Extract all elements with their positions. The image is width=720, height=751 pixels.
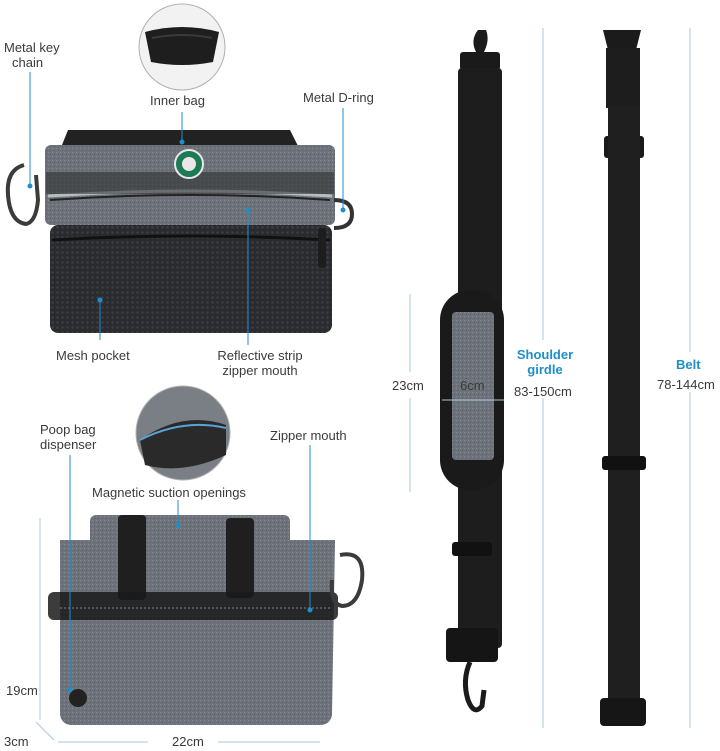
dimension-pad-height: 23cm	[392, 378, 424, 393]
snap-hook-icon	[473, 30, 488, 52]
dimension-pad-width: 6cm	[460, 378, 485, 393]
carabiner-icon	[329, 552, 365, 609]
inner-bag-inset	[138, 3, 226, 91]
title-line: girdle	[527, 362, 563, 377]
label-line: zipper mouth	[222, 363, 298, 378]
dimension-width: 22cm	[172, 734, 204, 749]
carabiner-icon	[5, 163, 41, 227]
label-poop-bag-dispenser: Poop bag dispenser	[40, 422, 96, 452]
top-bag-mesh-pocket	[50, 225, 332, 333]
buckle-icon	[603, 30, 641, 50]
label-reflective-strip: Reflective strip zipper mouth	[212, 348, 308, 378]
dimension-depth: 3cm	[4, 734, 29, 749]
label-line: dispenser	[40, 437, 97, 452]
bottom-bag	[48, 385, 365, 725]
bottom-bag-body	[60, 540, 335, 725]
leader-lines	[27, 72, 346, 693]
belt-length: 78-144cm	[657, 377, 715, 392]
top-bag	[5, 3, 355, 333]
buckle-icon	[600, 698, 646, 726]
dimension-lines	[35, 518, 320, 743]
shoulder-girdle-length: 83-150cm	[514, 384, 572, 399]
label-line: Metal key	[4, 40, 60, 55]
label-mesh-pocket: Mesh pocket	[56, 348, 130, 363]
label-metal-d-ring: Metal D-ring	[303, 90, 374, 105]
dispenser-hole-icon	[69, 689, 87, 707]
label-metal-key-chain: Metal key chain	[4, 40, 60, 70]
label-line: chain	[12, 55, 44, 70]
label-line: Reflective strip	[217, 348, 303, 363]
belt-strap	[600, 30, 646, 726]
title-line: Shoulder	[516, 347, 574, 362]
snap-hook-icon	[462, 660, 487, 713]
shoulder-girdle-title: Shoulder girdle	[510, 347, 580, 377]
shoulder-strap	[440, 30, 504, 713]
label-line: Poop bag	[40, 422, 96, 437]
label-zipper-mouth: Zipper mouth	[270, 428, 347, 443]
dimension-height: 19cm	[6, 683, 38, 698]
magnetic-opening-inset	[135, 385, 231, 481]
label-inner-bag: Inner bag	[150, 93, 205, 108]
belt-title: Belt	[676, 357, 701, 372]
strap-dimension-lines	[409, 28, 691, 728]
label-magnetic-openings: Magnetic suction openings	[92, 485, 246, 500]
